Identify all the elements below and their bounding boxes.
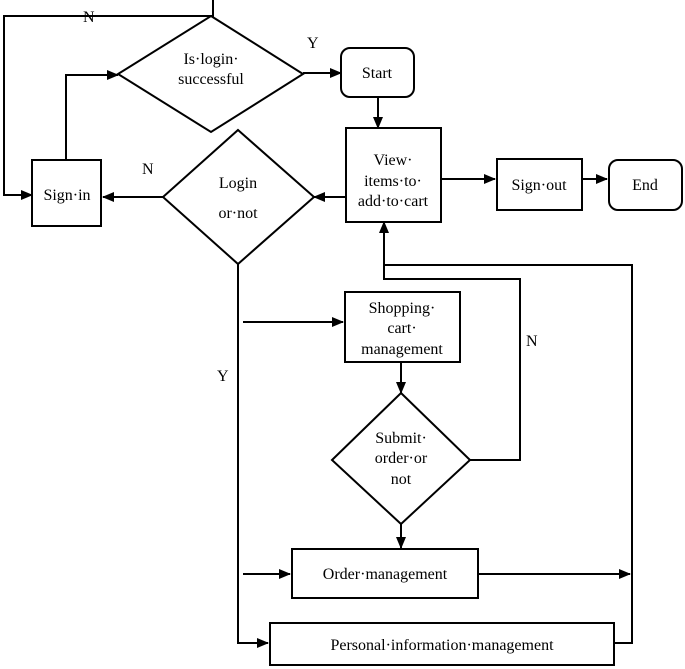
node-login-success-line-1: Is·login·: [183, 51, 238, 68]
edge-label-submit-n: N: [526, 333, 538, 350]
node-login-or-not-line-2: or·not: [218, 205, 258, 222]
edge-label-login-success-y: Y: [307, 35, 319, 52]
node-login-or-not-line-1: Login: [219, 175, 257, 192]
node-submit-order-line-1: Submit·: [375, 430, 427, 447]
node-login-success-decision[interactable]: Is·login· successful: [116, 14, 305, 134]
node-order-management-label: Order·management: [323, 566, 448, 583]
edge-label-login-fail-n: N: [83, 9, 95, 26]
edge-label-login-or-not-y: Y: [217, 368, 229, 385]
node-end-label: End: [632, 177, 658, 194]
node-personal-info[interactable]: Personal·information·management: [269, 622, 615, 666]
node-view-items-line-1: View·: [373, 152, 412, 169]
node-start[interactable]: Start: [340, 47, 415, 98]
node-shopping-cart-line-1: Shopping·: [369, 300, 436, 317]
node-shopping-cart-line-3: management: [361, 341, 443, 358]
node-sign-in[interactable]: Sign·in: [31, 159, 102, 227]
node-shopping-cart-line-2: cart·: [387, 320, 416, 337]
node-end[interactable]: End: [608, 159, 683, 211]
node-submit-order-line-2: order·or: [375, 450, 428, 467]
edge-login-yes-trunk: [237, 263, 269, 648]
node-login-success-line-2: successful: [178, 71, 244, 88]
node-view-items-line-3: add·to·cart: [358, 193, 429, 210]
edge-sign-in-to-login-check: [65, 70, 119, 160]
node-submit-order-decision[interactable]: Submit· order·or not: [330, 391, 472, 526]
node-start-label: Start: [362, 65, 393, 82]
node-order-management[interactable]: Order·management: [291, 548, 479, 599]
edge-label-login-or-not-n: N: [142, 161, 154, 178]
edge-login-fail-to-sign-in: [3, 0, 214, 200]
node-sign-out-label: Sign·out: [511, 177, 567, 194]
edge-personal-info-to-view-items: [384, 264, 633, 644]
node-submit-order-line-3: not: [391, 471, 412, 488]
edges: [3, 0, 633, 648]
node-shopping-cart[interactable]: Shopping· cart· management: [344, 291, 461, 363]
node-sign-out[interactable]: Sign·out: [496, 158, 583, 211]
node-view-items-line-2: items·to·: [364, 173, 422, 190]
edge-submit-no-to-view-items: [379, 221, 521, 461]
node-personal-info-label: Personal·information·management: [330, 637, 554, 654]
node-login-or-not-decision[interactable]: Login or·not: [161, 128, 316, 266]
node-view-items[interactable]: View· items·to· add·to·cart: [345, 127, 442, 223]
node-sign-in-label: Sign·in: [43, 187, 90, 204]
